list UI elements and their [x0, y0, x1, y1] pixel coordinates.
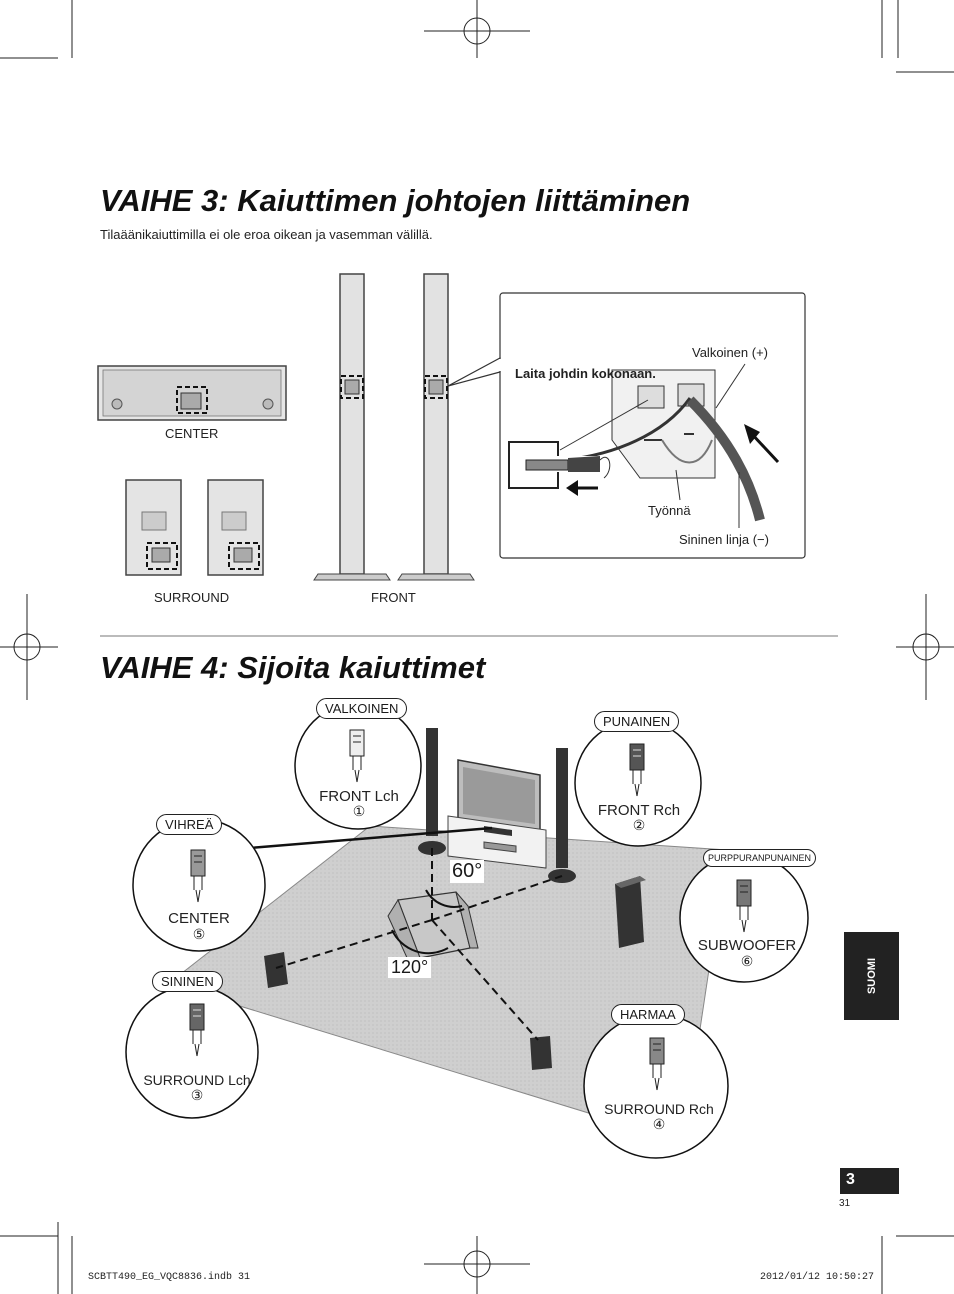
center-color-pill: VIHREÄ	[156, 814, 223, 835]
front-lch-color-pill: VALKOINEN	[316, 698, 408, 719]
front-label: FRONT	[371, 590, 416, 605]
angle-60-label: 60°	[450, 860, 485, 883]
angle-lines	[275, 848, 563, 1041]
language-side-tab: SUOMI	[844, 932, 899, 1020]
surround-rch-number: ④	[652, 1116, 666, 1132]
page-sub-number: 31	[839, 1198, 851, 1209]
plug-glyphs	[189, 729, 752, 1091]
surround-speakers-drawing	[125, 479, 264, 576]
speaker-callout-circles	[125, 702, 809, 1159]
language-label: SUOMI	[865, 957, 878, 995]
subwoofer-name: SUBWOOFER	[697, 937, 797, 954]
detail-white-label: Valkoinen (+)	[692, 345, 768, 360]
page-number-box: 3	[840, 1168, 899, 1194]
step4-title: VAIHE 4: Sijoita kaiuttimet	[100, 650, 486, 685]
surround-lch-name: SURROUND Lch	[143, 1072, 251, 1088]
detail-callout	[447, 292, 806, 559]
center-speaker-drawing	[97, 365, 287, 421]
page-number: 3	[846, 1171, 855, 1188]
angle-arcs	[391, 889, 463, 955]
surround-label: SURROUND	[154, 590, 230, 605]
footer-file: SCBTT490_EG_VQC8836.indb 31	[88, 1272, 251, 1283]
surround-lch-color-pill: SININEN	[152, 971, 223, 992]
room-other-speakers	[264, 876, 646, 1070]
front-speakers-drawing	[313, 273, 475, 581]
surround-lch-number: ③	[190, 1087, 204, 1103]
front-rch-color-pill: PUNAINEN	[594, 711, 680, 732]
step3-title: VAIHE 3: Kaiuttimen johtojen liittäminen	[100, 183, 691, 218]
step3-subtitle: Tilaäänikaiuttimilla ei ole eroa oikean …	[100, 227, 433, 242]
surround-rch-name: SURROUND Rch	[604, 1101, 714, 1117]
detail-instruction: Laita johdin kokonaan.	[515, 366, 656, 381]
subwoofer-number: ⑥	[740, 953, 754, 969]
center-leader	[249, 826, 493, 850]
tv-drawing	[447, 759, 547, 869]
detail-blue-line-label: Sininen linja (−)	[679, 532, 769, 547]
center-speaker-number: ⑤	[192, 926, 206, 942]
front-rch-name: FRONT Rch	[597, 802, 681, 819]
front-rch-number: ②	[632, 817, 646, 833]
center-label: CENTER	[165, 426, 219, 441]
front-lch-name: FRONT Lch	[319, 788, 399, 805]
subwoofer-color-pill: PURPPURANPUNAINEN	[703, 849, 817, 867]
detail-push-label: Työnnä	[648, 503, 691, 518]
footer-datetime: 2012/01/12 10:50:27	[760, 1272, 875, 1283]
center-speaker-name: CENTER	[168, 910, 230, 927]
angle-120-label: 120°	[388, 957, 432, 978]
front-lch-number: ①	[352, 803, 366, 819]
surround-rch-color-pill: HARMAA	[611, 1004, 685, 1025]
